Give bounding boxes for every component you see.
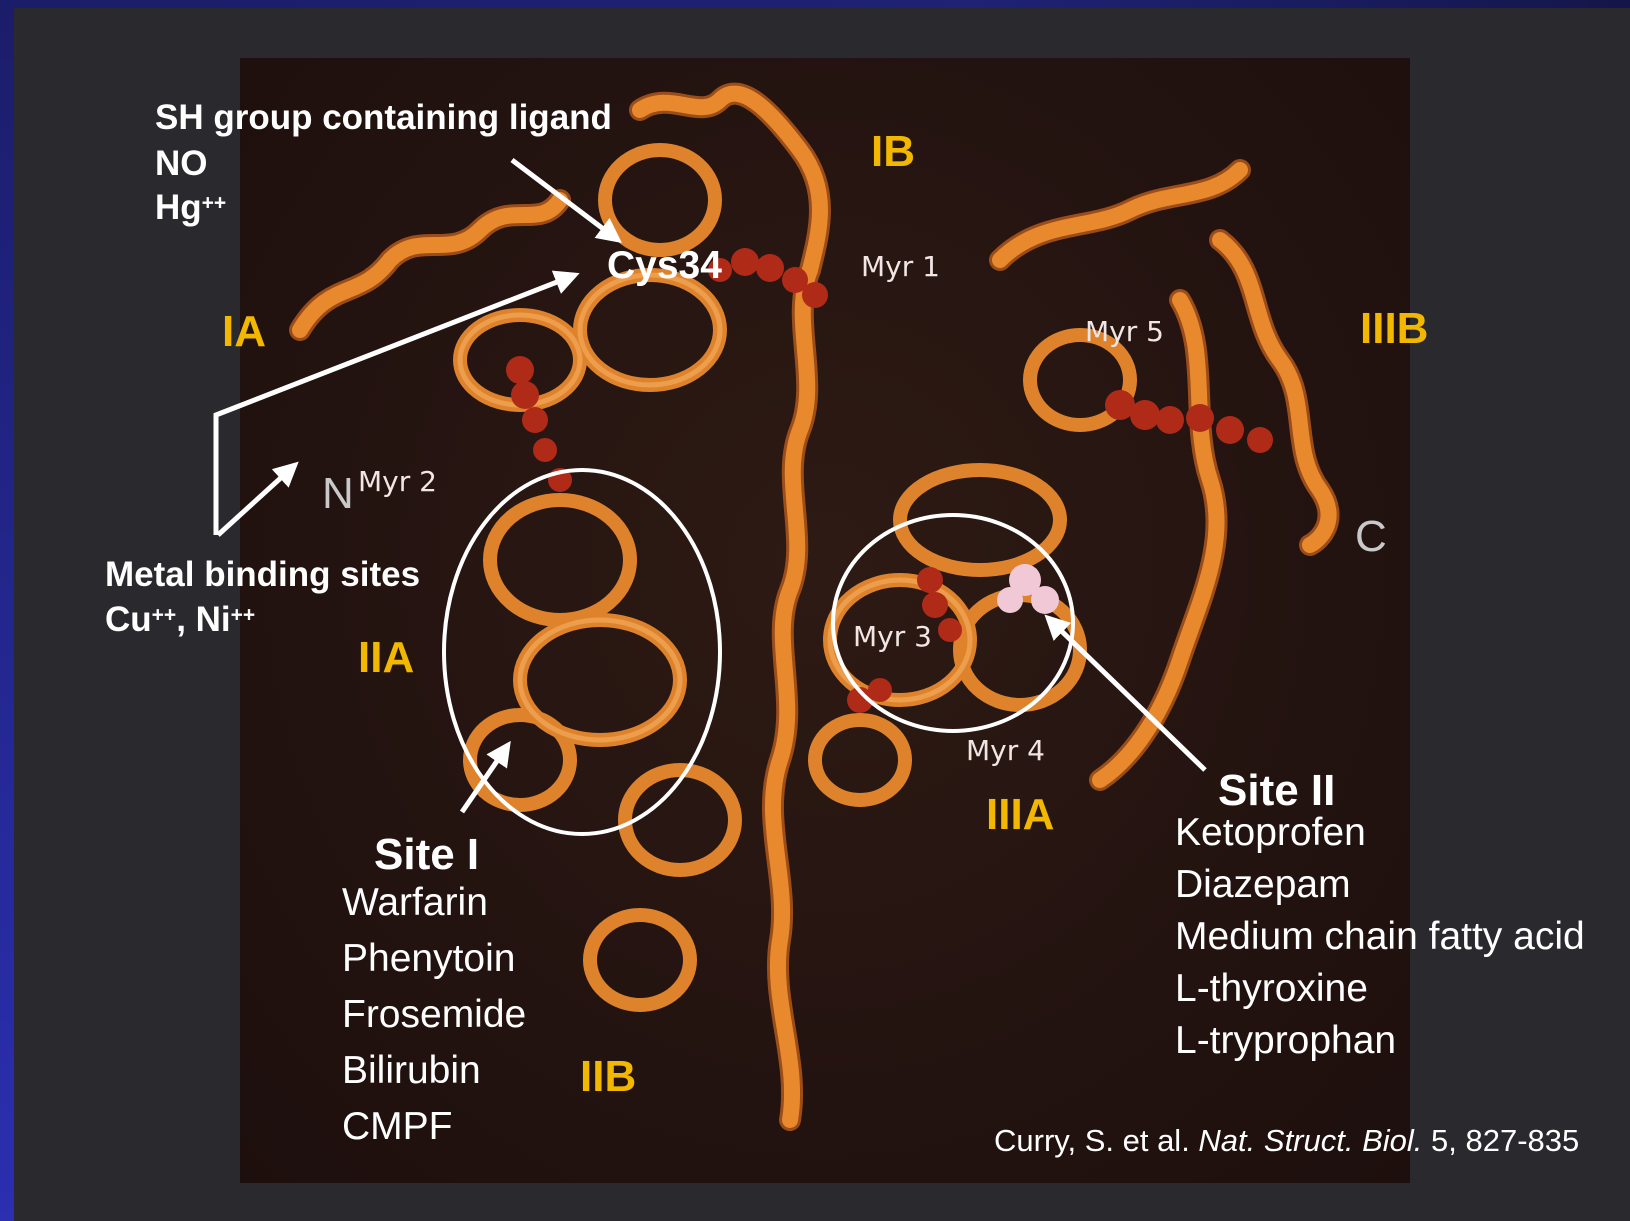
domain-iiia-label: IIIA bbox=[986, 793, 1054, 837]
site-ii-ligand-list: Ketoprofen Diazepam Medium chain fatty a… bbox=[1175, 807, 1585, 1067]
binding-site-circles bbox=[444, 470, 1073, 834]
no-label: NO bbox=[155, 146, 208, 181]
myr2-label: Myr 2 bbox=[358, 468, 437, 496]
citation: Curry, S. et al. Nat. Struct. Biol. 5, 8… bbox=[994, 1125, 1579, 1156]
site-i-ligand: Phenytoin bbox=[342, 931, 526, 987]
myr3-label: Myr 3 bbox=[853, 623, 932, 651]
domain-iia-label: IIA bbox=[358, 636, 414, 680]
domain-ib-label: IB bbox=[871, 130, 915, 174]
sh-group-label: SH group containing ligand bbox=[155, 100, 612, 135]
site-i-ligand-list: Warfarin Phenytoin Frosemide Bilirubin C… bbox=[342, 875, 526, 1155]
site-ii-ligand: Ketoprofen bbox=[1175, 807, 1585, 859]
n-terminus-label: N bbox=[322, 472, 354, 516]
site-ii-ligand: Diazepam bbox=[1175, 859, 1585, 911]
metal-binding-title: Metal binding sites bbox=[105, 557, 420, 592]
site-i-ligand: CMPF bbox=[342, 1099, 526, 1155]
site-ii-ligand: Medium chain fatty acid bbox=[1175, 911, 1585, 963]
site-ii-ligand: L-thyroxine bbox=[1175, 963, 1585, 1015]
domain-ia-label: IA bbox=[222, 310, 266, 354]
domain-iiib-label: IIIB bbox=[1360, 307, 1428, 351]
myr4-label: Myr 4 bbox=[966, 737, 1045, 765]
domain-iib-label: IIB bbox=[580, 1055, 636, 1099]
c-terminus-label: C bbox=[1355, 515, 1387, 559]
site-i-ligand: Warfarin bbox=[342, 875, 526, 931]
hg-label: Hg++ bbox=[155, 190, 226, 225]
arrow-metal-to-n bbox=[218, 465, 295, 535]
myr1-label: Myr 1 bbox=[861, 253, 940, 281]
metal-binding-ions: Cu++, Ni++ bbox=[105, 602, 255, 637]
site-i-ligand: Bilirubin bbox=[342, 1043, 526, 1099]
site-i-ligand: Frosemide bbox=[342, 987, 526, 1043]
myr5-label: Myr 5 bbox=[1085, 318, 1164, 346]
site-ii-ligand: L-tryprophan bbox=[1175, 1015, 1585, 1067]
cys34-label: Cys34 bbox=[607, 246, 722, 285]
site-i-title: Site I bbox=[374, 833, 479, 877]
